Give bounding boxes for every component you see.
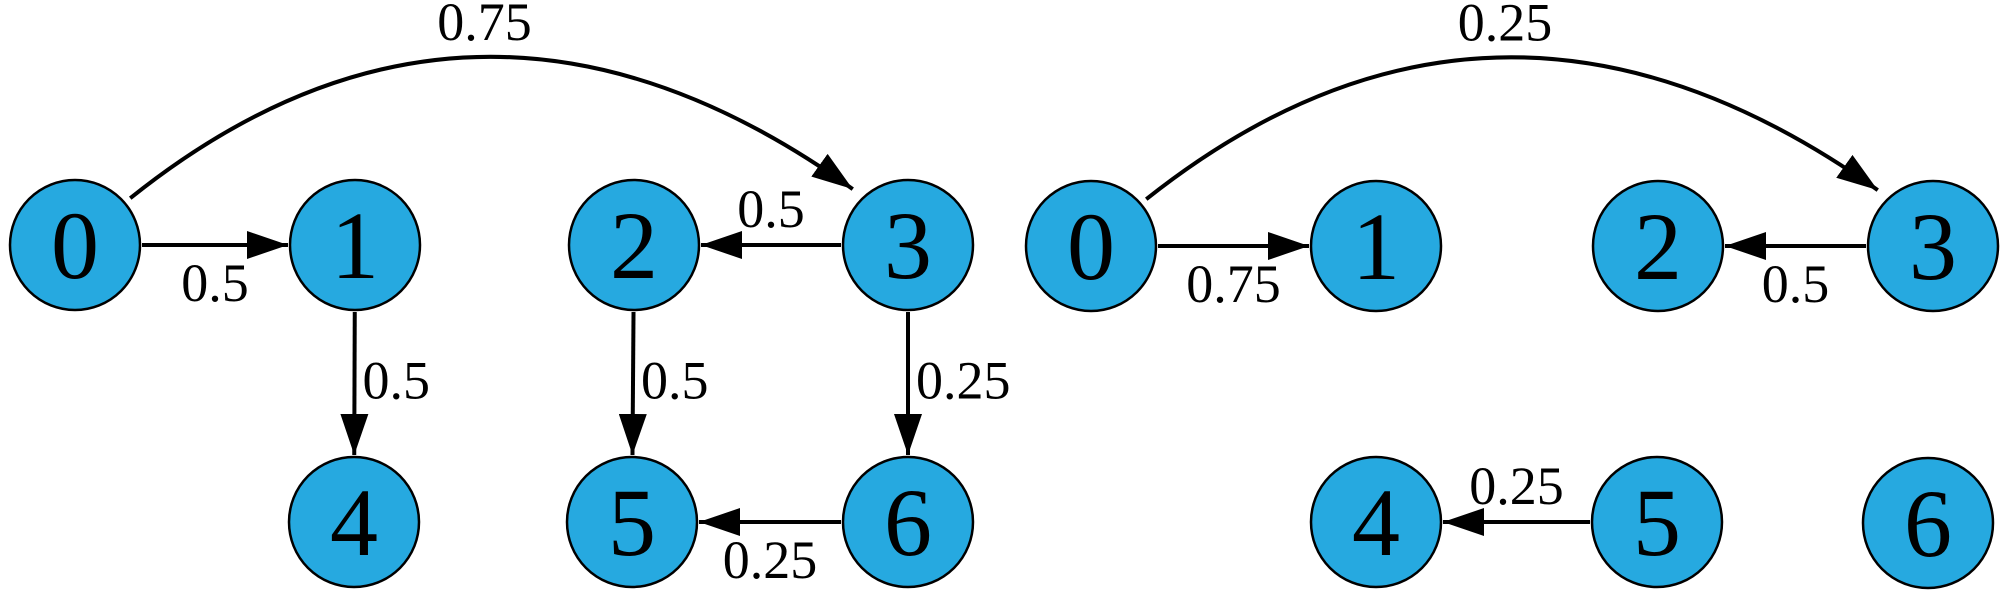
right-graph-node-3 <box>1866 179 2000 313</box>
right-graph-edge-5-4-weight-label: 0.25 <box>1469 456 1564 516</box>
left-graph-nodes: 0 1 2 3 4 5 6 <box>8 178 975 589</box>
left-graph-node-0-label: 0 <box>51 192 99 299</box>
right-graph-node-4-label: 4 <box>1352 469 1400 576</box>
left-graph-edge-2-5-weight-label: 0.5 <box>641 351 709 411</box>
left-graph-edges <box>129 54 922 536</box>
left-graph-edge-6-5-weight-label: 0.25 <box>723 530 818 590</box>
right-graph-nodes: 0 1 2 3 4 5 6 <box>1024 179 2000 590</box>
right-graph-node-5-label: 5 <box>1633 469 1681 576</box>
left-graph: 0 1 2 3 4 5 6 0.5 0.75 0.5 0.5 0.5 0.25 0.25 <box>8 0 1011 590</box>
right-graph-node-0 <box>1024 179 1158 313</box>
right-graph-node-1-label: 1 <box>1352 193 1400 300</box>
left-graph-edge-1-4-weight-label: 0.5 <box>363 351 431 411</box>
left-graph-edge-3-6-weight-label: 0.25 <box>916 351 1011 411</box>
left-graph-node-2-label: 2 <box>610 192 658 299</box>
left-graph-edge-3-2-weight-label: 0.5 <box>737 179 805 239</box>
right-graph-edges <box>1145 55 1879 536</box>
left-graph-edge-1-4 <box>340 311 369 456</box>
left-graph-node-2 <box>567 178 701 312</box>
right-graph-node-0-label: 0 <box>1067 193 1115 300</box>
right-graph-node-1 <box>1309 179 1443 313</box>
right-graph-edge-labels: 0.75 0.25 0.5 0.25 <box>1186 0 1829 516</box>
left-graph-node-6 <box>841 455 975 589</box>
right-graph-node-2-label: 2 <box>1634 193 1682 300</box>
left-graph-node-1 <box>288 178 422 312</box>
right-graph-node-2 <box>1591 179 1725 313</box>
left-graph-node-3 <box>841 178 975 312</box>
right-graph-node-6 <box>1861 456 1995 590</box>
right-graph-node-4 <box>1309 455 1443 589</box>
left-graph-node-5 <box>565 455 699 589</box>
left-graph-edge-0-3 <box>129 54 854 200</box>
left-graph-node-0 <box>8 178 142 312</box>
left-graph-edge-2-5 <box>618 311 647 456</box>
left-graph-edge-0-1-weight-label: 0.5 <box>181 253 249 313</box>
left-graph-node-3-label: 3 <box>884 192 932 299</box>
right-graph-node-6-label: 6 <box>1904 470 1952 577</box>
left-graph-node-1-label: 1 <box>331 192 379 299</box>
right-graph-node-3-label: 3 <box>1909 193 1957 300</box>
right-graph-edge-0-1-weight-label: 0.75 <box>1186 254 1281 314</box>
left-graph-node-6-label: 6 <box>884 469 932 576</box>
right-graph-node-5 <box>1590 455 1724 589</box>
left-graph-node-5-label: 5 <box>608 469 656 576</box>
right-graph-edge-3-2-weight-label: 0.5 <box>1762 254 1830 314</box>
left-graph-node-4-label: 4 <box>330 469 378 576</box>
right-graph-edge-0-3 <box>1145 55 1879 201</box>
left-graph-node-4 <box>287 455 421 589</box>
right-graph-edge-0-3-weight-label: 0.25 <box>1458 0 1553 52</box>
left-graph-edge-0-3-weight-label: 0.75 <box>437 0 532 52</box>
left-graph-edge-labels: 0.5 0.75 0.5 0.5 0.5 0.25 0.25 <box>181 0 1010 590</box>
right-graph: 0 1 2 3 4 5 6 0.75 0.25 0.5 0.25 <box>1024 0 2000 590</box>
